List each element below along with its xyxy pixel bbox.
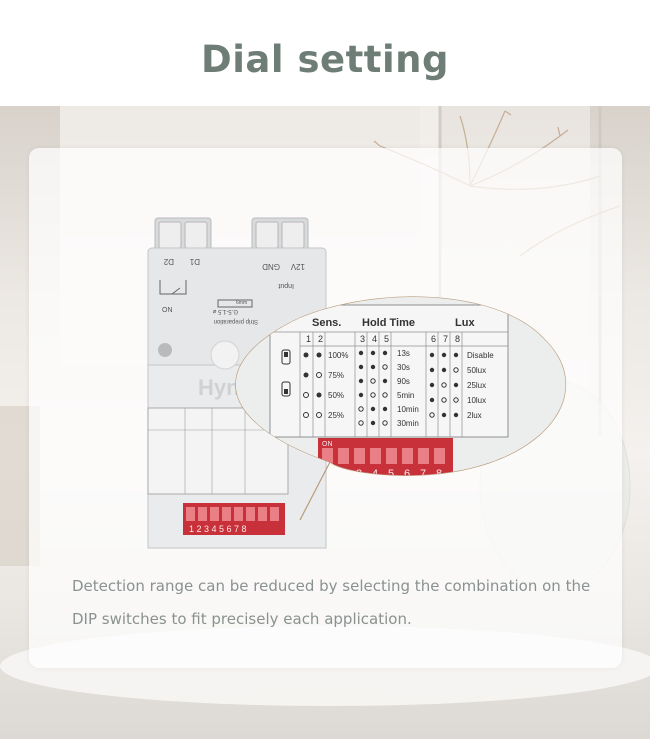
description-text: Detection range can be reduced by select… — [72, 577, 591, 628]
wire-gauge-label: G.5-1.5 ⌀ — [212, 308, 238, 314]
dip-number-5: 5 — [388, 468, 394, 480]
on-label: ON — [162, 307, 173, 314]
strip-preparation-label: Strip preparation — [214, 318, 258, 324]
sens-header: Sens. — [312, 317, 341, 329]
sens-value-2: 75% — [328, 371, 344, 380]
dip-on-label: ON — [322, 441, 333, 448]
dip-toggles — [322, 448, 445, 464]
hold-value-5: 10min — [397, 405, 419, 414]
lux-value-2: 50lux — [467, 366, 486, 375]
dip-number-7: 7 — [420, 468, 426, 480]
lux-value-1: Disable — [467, 351, 494, 360]
terminal-gnd-label: GND — [262, 262, 280, 271]
hold-col-5: 5 — [384, 334, 389, 344]
hold-col-3: 3 — [360, 334, 365, 344]
lux-value-5: 2lux — [467, 411, 482, 420]
sens-col-1: 1 — [306, 334, 311, 344]
sens-value-3: 50% — [328, 391, 344, 400]
terminal-d1-label: D1 — [189, 257, 200, 266]
hold-value-2: 30s — [397, 363, 410, 372]
lux-col-7: 7 — [443, 334, 448, 344]
strip-length-label: 6mm — [236, 300, 247, 306]
lux-value-4: 10lux — [467, 396, 486, 405]
lux-col-6: 6 — [431, 334, 436, 344]
small-dip-numbers: 1 2 3 4 5 6 7 8 — [189, 524, 247, 534]
table-dots — [303, 350, 459, 426]
hold-value-1: 13s — [397, 349, 410, 358]
dip-number-3: 3 — [356, 468, 362, 480]
hold-value-6: 30min — [397, 419, 419, 428]
sens-value-4: 25% — [328, 411, 344, 420]
page-title: Dial setting — [201, 38, 449, 81]
dip-number-2: 2 — [340, 468, 346, 480]
dip-number-6: 6 — [404, 468, 410, 480]
sens-value-1: 100% — [328, 351, 348, 360]
hold-header: Hold Time — [362, 317, 415, 329]
lux-value-3: 25lux — [467, 381, 486, 390]
dip-number-4: 4 — [372, 468, 378, 480]
lux-header: Lux — [455, 317, 475, 329]
sens-col-2: 2 — [318, 334, 323, 344]
hold-value-3: 90s — [397, 377, 410, 386]
terminal-12v-label: 12V — [290, 262, 305, 271]
lux-col-8: 8 — [455, 334, 460, 344]
hold-value-4: 5min — [397, 391, 414, 400]
input-label: Input — [278, 282, 294, 289]
terminal-d2-label: D2 — [163, 257, 174, 266]
dip-number-8: 8 — [436, 468, 442, 480]
sensor-module: D2 D1 GND 12V Input ON G.5-1.5 ⌀ Strip p… — [147, 217, 327, 549]
zoom-callout: Sens. Hold Time Lux 1 2 3 4 5 6 7 8 — [235, 296, 566, 521]
hold-col-4: 4 — [372, 334, 377, 344]
